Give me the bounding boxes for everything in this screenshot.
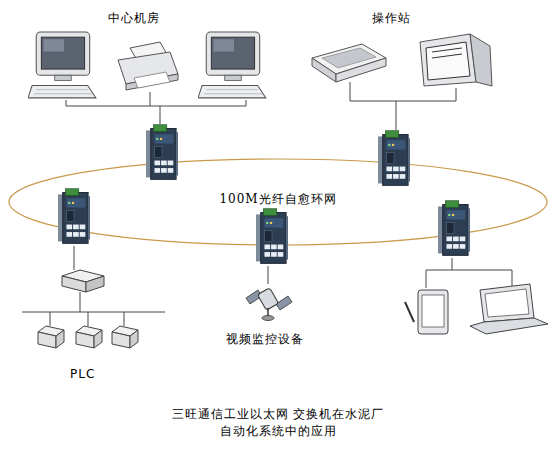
plc-icon <box>112 326 138 348</box>
camera-icon <box>246 288 292 321</box>
plc-icon <box>76 326 102 348</box>
device-label: 操作站 <box>372 10 411 27</box>
switch-icon <box>256 209 288 264</box>
bus-wire <box>66 92 246 124</box>
scanner-icon <box>312 44 386 82</box>
device-label: 视频监控设备 <box>226 331 304 348</box>
figure-caption: 三旺通信工业以太网 交换机在水泥厂自动化系统中的应用 <box>170 406 386 440</box>
switch-icon <box>58 189 90 244</box>
plc-icon <box>38 326 64 348</box>
switch-icon <box>146 125 178 180</box>
computer-icon <box>198 32 266 98</box>
camera-wire <box>268 266 269 284</box>
gateway-icon <box>62 270 104 292</box>
mobile-wire <box>426 258 512 288</box>
switch-icon <box>378 131 410 186</box>
tablet-icon <box>405 290 448 334</box>
laptop-icon <box>470 284 548 334</box>
monitor-icon <box>420 34 492 86</box>
device-label: PLC <box>70 367 95 381</box>
bus-wire <box>350 82 456 130</box>
device-label: 中心机房 <box>108 10 160 27</box>
plc-wire <box>22 246 165 326</box>
switch-icon <box>438 201 470 256</box>
computer-icon <box>28 32 96 98</box>
printer-icon <box>118 42 178 90</box>
